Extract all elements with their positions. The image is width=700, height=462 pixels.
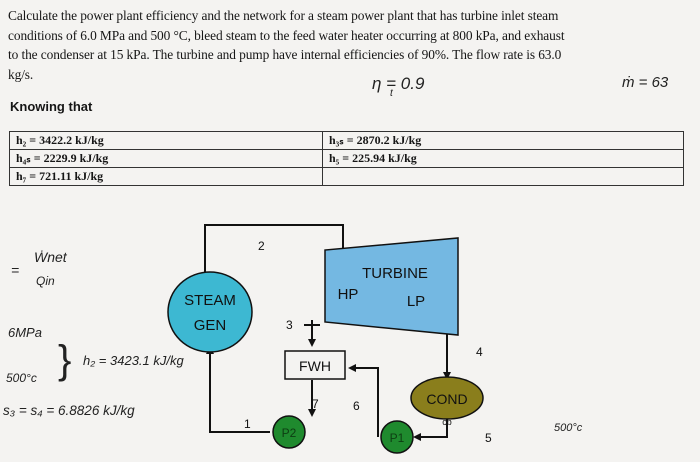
pipe-state-6	[348, 364, 379, 437]
eta-text: η = 0.9	[372, 74, 425, 93]
handwritten-cond-temp: 500°c	[554, 422, 583, 434]
state-4-label: 4	[476, 345, 483, 359]
state-2-label: 2	[258, 239, 265, 253]
state-7-label: 7	[312, 397, 319, 411]
eta-subscript: t	[390, 88, 393, 99]
pipe-state-5	[413, 418, 448, 441]
turbine-hp-label: HP	[338, 286, 359, 303]
handwritten-equals: =	[11, 262, 20, 278]
problem-line: kg/s.	[8, 66, 34, 82]
state-1-label: 1	[244, 417, 251, 431]
table-cell: h₄ₛ = 2229.9 kJ/kg	[9, 149, 323, 168]
handwritten-pressure: 6MPa	[8, 325, 42, 340]
steam-gen-label-1: STEAM	[184, 292, 236, 309]
handwritten-h2: h₂ = 3423.1 kJ/kg	[83, 353, 184, 368]
p2-label: P2	[282, 426, 297, 440]
problem-statement: Calculate the power plant efficiency and…	[8, 6, 692, 84]
handwritten-qin: Qin	[36, 274, 55, 288]
steam-gen-label-2: GEN	[194, 317, 227, 334]
table-cell	[322, 167, 684, 186]
feedwater-heater	[284, 350, 346, 380]
turbine	[324, 237, 459, 336]
state-5-label: 5	[485, 431, 492, 445]
handwritten-entropy: s₃ = s₄ = 6.8826 kJ/kg	[3, 403, 135, 418]
steam-generator	[167, 271, 253, 353]
table-cell: h₂ = 3422.2 kJ/kg	[9, 131, 323, 150]
state-3-label: 3	[286, 318, 293, 332]
pipe-state-1	[206, 346, 270, 433]
p1-label: P1	[390, 431, 405, 445]
enthalpy-table: h₂ = 3422.2 kJ/kg h₃ₛ = 2870.2 kJ/kg h₄ₛ…	[9, 131, 684, 186]
fwh-label: FWH	[299, 358, 331, 374]
condenser	[410, 376, 484, 420]
problem-line: conditions of 6.0 MPa and 500 °C, bleed …	[8, 27, 565, 43]
handwritten-mdot: ṁ = 63	[622, 74, 669, 91]
handwritten-eta: η = 0.9 t	[372, 74, 425, 99]
handwritten-brace: }	[58, 338, 72, 382]
pump-p1	[380, 420, 414, 454]
handwritten-wnet: Ẇnet	[34, 249, 67, 265]
cond-label: COND	[426, 391, 467, 407]
problem-line: to the condenser at 15 kPa. The turbine …	[8, 47, 562, 62]
turbine-lp-label: LP	[407, 293, 425, 310]
pump-p2	[272, 415, 306, 449]
handwritten-temperature: 500°c	[6, 371, 37, 385]
table-row: h₇ = 721.11 kJ/kg	[9, 167, 684, 186]
turbine-label: TURBINE	[362, 265, 428, 282]
state-6-label: 6	[353, 399, 360, 413]
knowing-heading: Knowing that	[10, 99, 93, 114]
pipe-state-2	[204, 224, 344, 288]
table-cell: h₇ = 721.11 kJ/kg	[9, 167, 323, 186]
problem-line: Calculate the power plant efficiency and…	[8, 8, 559, 23]
cond-sub-label: cb	[442, 417, 452, 427]
